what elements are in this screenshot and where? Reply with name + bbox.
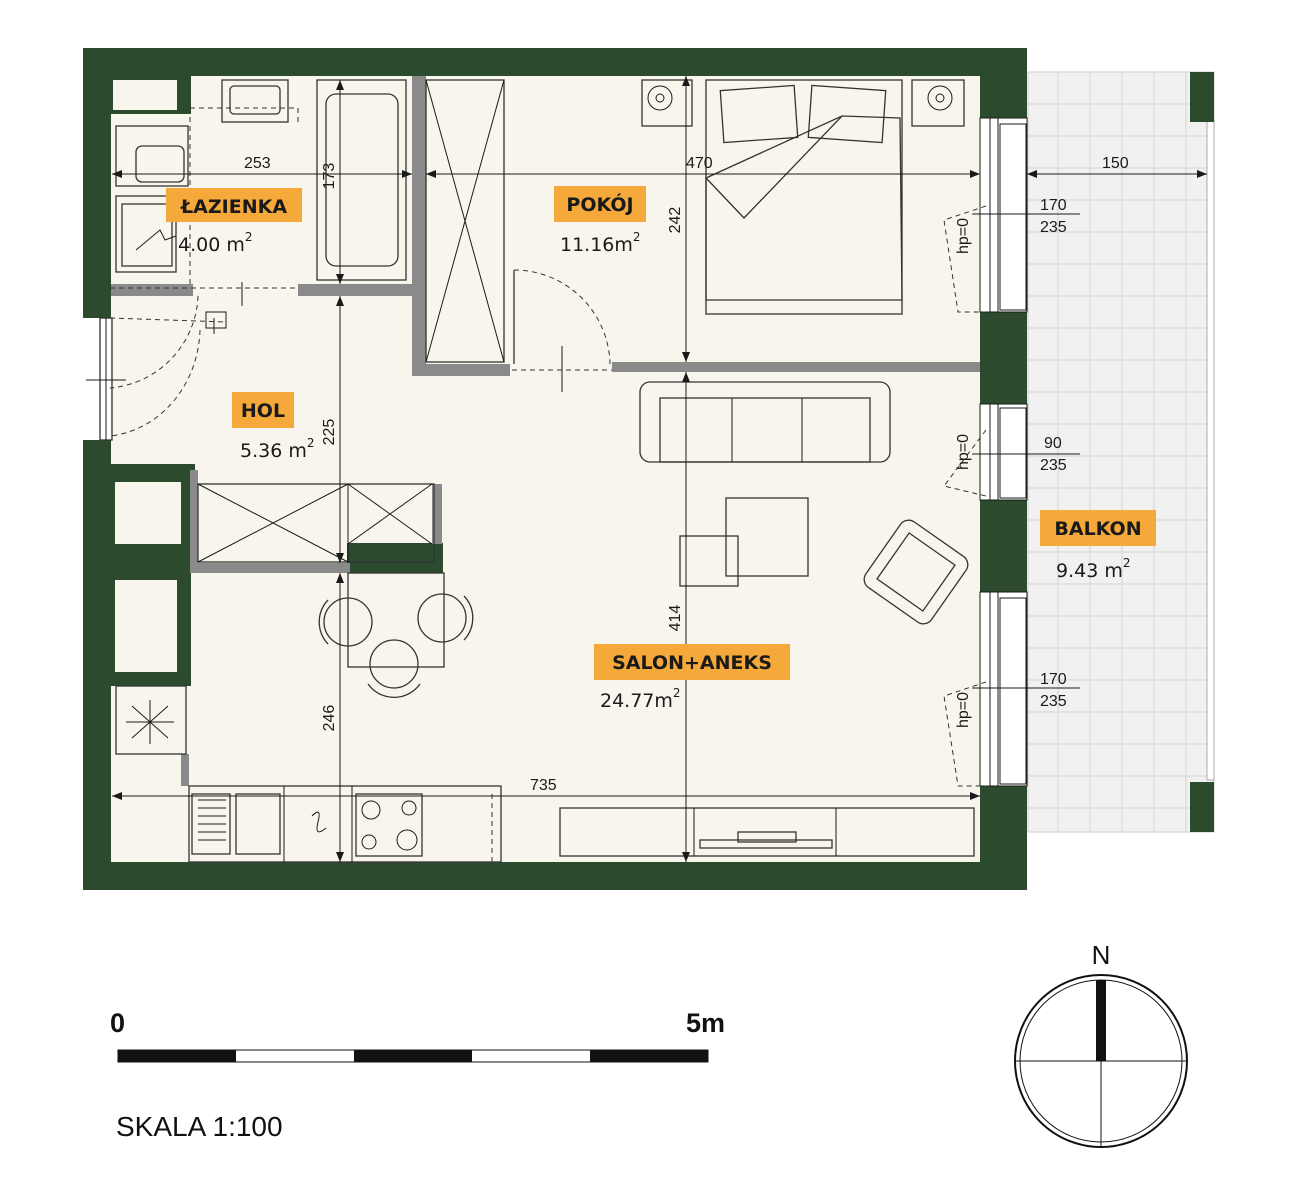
balkon-area: 9.43 m2 [1056, 556, 1131, 582]
window-3-hp: hp=0 [955, 692, 972, 728]
window-1-height: 235 [1040, 219, 1067, 236]
window-3-label: hp=0 170 235 [955, 671, 1067, 728]
window-3-height: 235 [1040, 693, 1067, 710]
balkon-name: BALKON [1054, 518, 1141, 540]
bathroom-fixtures [109, 79, 407, 389]
wardrobe [425, 79, 505, 363]
balcony-floor [1027, 71, 1215, 833]
scale-caption: SKALA 1:100 [116, 1111, 283, 1142]
dim-173: 173 [321, 163, 338, 190]
window-frames [943, 117, 1028, 787]
exterior-walls [83, 48, 1214, 890]
sofa [639, 381, 891, 463]
dimension-lines [112, 76, 1207, 862]
shaft-fill [113, 80, 181, 672]
dim-150: 150 [1102, 155, 1129, 172]
bedroom-door [512, 269, 612, 392]
tv-cabinet [559, 807, 975, 857]
partition-walls [111, 76, 980, 786]
dimension-arrows [112, 76, 1207, 862]
dim-470: 470 [686, 155, 713, 172]
north-arrow-icon [1096, 980, 1106, 1061]
room-label-salon: SALON+ANEKS 24.77m2 [594, 644, 790, 712]
armchair [863, 519, 969, 625]
dining-set [318, 572, 474, 698]
window-1-label: hp=0 170 235 [955, 197, 1067, 254]
window-3-width: 170 [1040, 671, 1067, 688]
coffee-tables [679, 497, 809, 587]
compass-north-label: N [1092, 940, 1111, 970]
dim-253: 253 [244, 155, 271, 172]
compass: N [1014, 940, 1188, 1148]
salon-name: SALON+ANEKS [612, 652, 772, 674]
pokoj-name: POKÓJ [566, 192, 633, 216]
dim-242: 242 [667, 207, 684, 234]
window-1-width: 170 [1040, 197, 1067, 214]
window-2-hp: hp=0 [955, 434, 972, 470]
kitchen-units [115, 685, 502, 863]
window-2-label: hp=0 90 235 [955, 434, 1067, 474]
room-label-hol: HOL 5.36 m2 [232, 392, 315, 462]
window-2-height: 235 [1040, 457, 1067, 474]
lazienka-area: 4.00 m2 [178, 230, 253, 256]
pokoj-area: 11.16m2 [560, 230, 641, 256]
hol-name: HOL [241, 400, 285, 422]
scale-start-label: 0 [110, 1008, 125, 1038]
room-label-balkon: BALKON 9.43 m2 [1040, 510, 1156, 582]
scale-end-label: 5m [686, 1008, 725, 1038]
room-label-pokoj: POKÓJ 11.16m2 [554, 186, 646, 256]
dim-414: 414 [667, 605, 684, 632]
lazienka-name: ŁAZIENKA [180, 196, 287, 218]
hol-area: 5.36 m2 [240, 436, 315, 462]
dim-225: 225 [321, 419, 338, 446]
dim-246: 246 [321, 705, 338, 732]
dim-735: 735 [530, 777, 557, 794]
scale-bar: 0 5m SKALA 1:100 [110, 1008, 725, 1142]
salon-area: 24.77m2 [600, 686, 681, 712]
window-2-width: 90 [1044, 435, 1062, 452]
window-1-hp: hp=0 [955, 218, 972, 254]
entrance-door [86, 317, 201, 441]
room-label-lazienka: ŁAZIENKA 4.00 m2 [166, 188, 302, 256]
hall-cabinets [197, 483, 435, 563]
bed [641, 79, 965, 315]
